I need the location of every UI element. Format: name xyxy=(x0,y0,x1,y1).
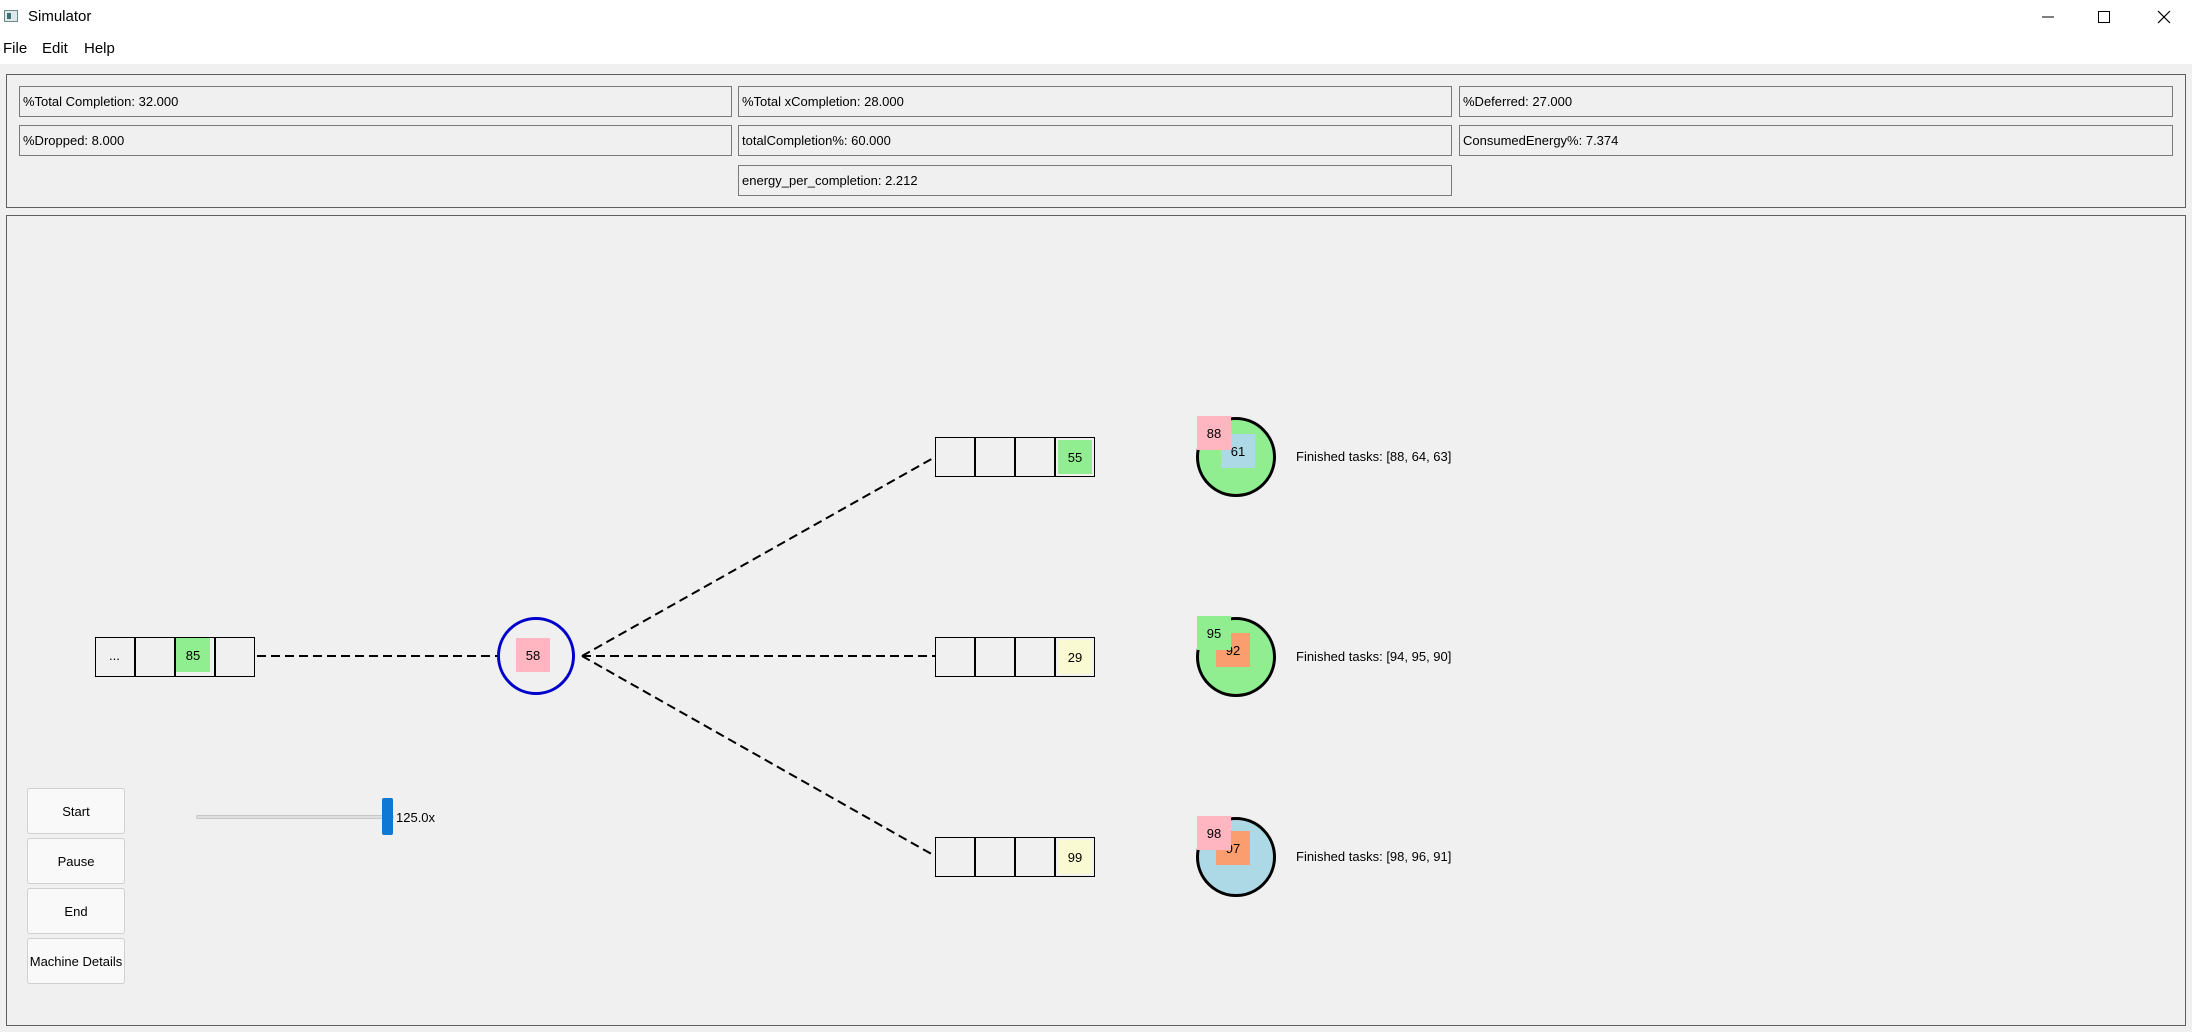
pause-button[interactable]: Pause xyxy=(27,838,125,884)
input-queue-cell xyxy=(95,637,135,677)
menu-help[interactable]: Help xyxy=(84,40,115,57)
stat-deferred: %Deferred: 27.000 xyxy=(1459,86,2173,117)
speed-label: 125.0x xyxy=(396,810,436,825)
stat-dropped: %Dropped: 8.000 xyxy=(19,125,732,156)
machine-incoming-task: 88 xyxy=(1197,416,1231,450)
input-queue-ellipsis: ... xyxy=(109,648,120,663)
speed-slider-handle[interactable] xyxy=(382,798,393,835)
close-button[interactable] xyxy=(2136,0,2192,34)
menu-bar: File Edit Help xyxy=(0,34,2192,64)
menu-edit[interactable]: Edit xyxy=(42,40,68,57)
menu-file[interactable]: File xyxy=(3,40,28,57)
machine-queue-cell xyxy=(1055,837,1095,877)
input-queue-cell xyxy=(175,637,215,677)
machine-queue-cell xyxy=(1015,637,1055,677)
machine-queue-cell xyxy=(935,437,975,477)
close-icon xyxy=(2157,10,2171,24)
simulation-scene: ... 85 58 55 29 99 61 88 Finished tasks:… xyxy=(6,215,2186,1026)
machine-finished-tasks: Finished tasks: [94, 95, 90] xyxy=(1296,649,1452,664)
input-queue-cell xyxy=(215,637,255,677)
machine-queue-cell xyxy=(975,837,1015,877)
window-title: Simulator xyxy=(28,8,92,25)
machine-finished-tasks: Finished tasks: [98, 96, 91] xyxy=(1296,849,1452,864)
start-button[interactable]: Start xyxy=(27,788,125,834)
speed-slider-track[interactable] xyxy=(196,815,394,819)
machine-details-button[interactable]: Machine Details xyxy=(27,938,125,984)
machine-queue-task: 99 xyxy=(1058,840,1092,874)
minimize-button[interactable] xyxy=(2020,0,2076,34)
connection-lines xyxy=(257,456,936,857)
minimize-icon xyxy=(2042,16,2054,18)
stat-energy-per-completion: energy_per_completion: 2.212 xyxy=(738,165,1452,196)
machine-queue-cell xyxy=(975,637,1015,677)
input-queue-cell xyxy=(135,637,175,677)
machine-finished-tasks: Finished tasks: [88, 64, 63] xyxy=(1296,449,1452,464)
stat-consumed-energy: ConsumedEnergy%: 7.374 xyxy=(1459,125,2173,156)
machine-queue-cell xyxy=(1015,837,1055,877)
machine-queue-cell xyxy=(1055,637,1095,677)
machine-queue-cell xyxy=(935,837,975,877)
end-button[interactable]: End xyxy=(27,888,125,934)
app-icon xyxy=(4,10,18,22)
machine-queue-cell xyxy=(1055,437,1095,477)
stat-total-completion-percent: totalCompletion%: 60.000 xyxy=(738,125,1452,156)
machine-queue-task: 55 xyxy=(1058,440,1092,474)
stat-total-completion: %Total Completion: 32.000 xyxy=(19,86,732,117)
title-bar: Simulator xyxy=(0,0,2192,34)
link-machine-1 xyxy=(581,456,936,657)
machine-queue-task: 29 xyxy=(1058,640,1092,674)
input-queue-task: 85 xyxy=(176,638,210,672)
maximize-icon xyxy=(2098,11,2110,23)
stat-total-xcompletion: %Total xCompletion: 28.000 xyxy=(738,86,1452,117)
scheduler-task: 58 xyxy=(516,638,550,672)
stats-panel: %Total Completion: 32.000 %Total xComple… xyxy=(6,74,2186,208)
machine-queue-cell xyxy=(1015,437,1055,477)
machine-incoming-task: 95 xyxy=(1197,616,1231,650)
machine-incoming-task: 98 xyxy=(1197,816,1231,850)
machine-queue-cell xyxy=(975,437,1015,477)
machine-queue-cell xyxy=(935,637,975,677)
link-machine-3 xyxy=(581,655,936,857)
maximize-button[interactable] xyxy=(2076,0,2132,34)
